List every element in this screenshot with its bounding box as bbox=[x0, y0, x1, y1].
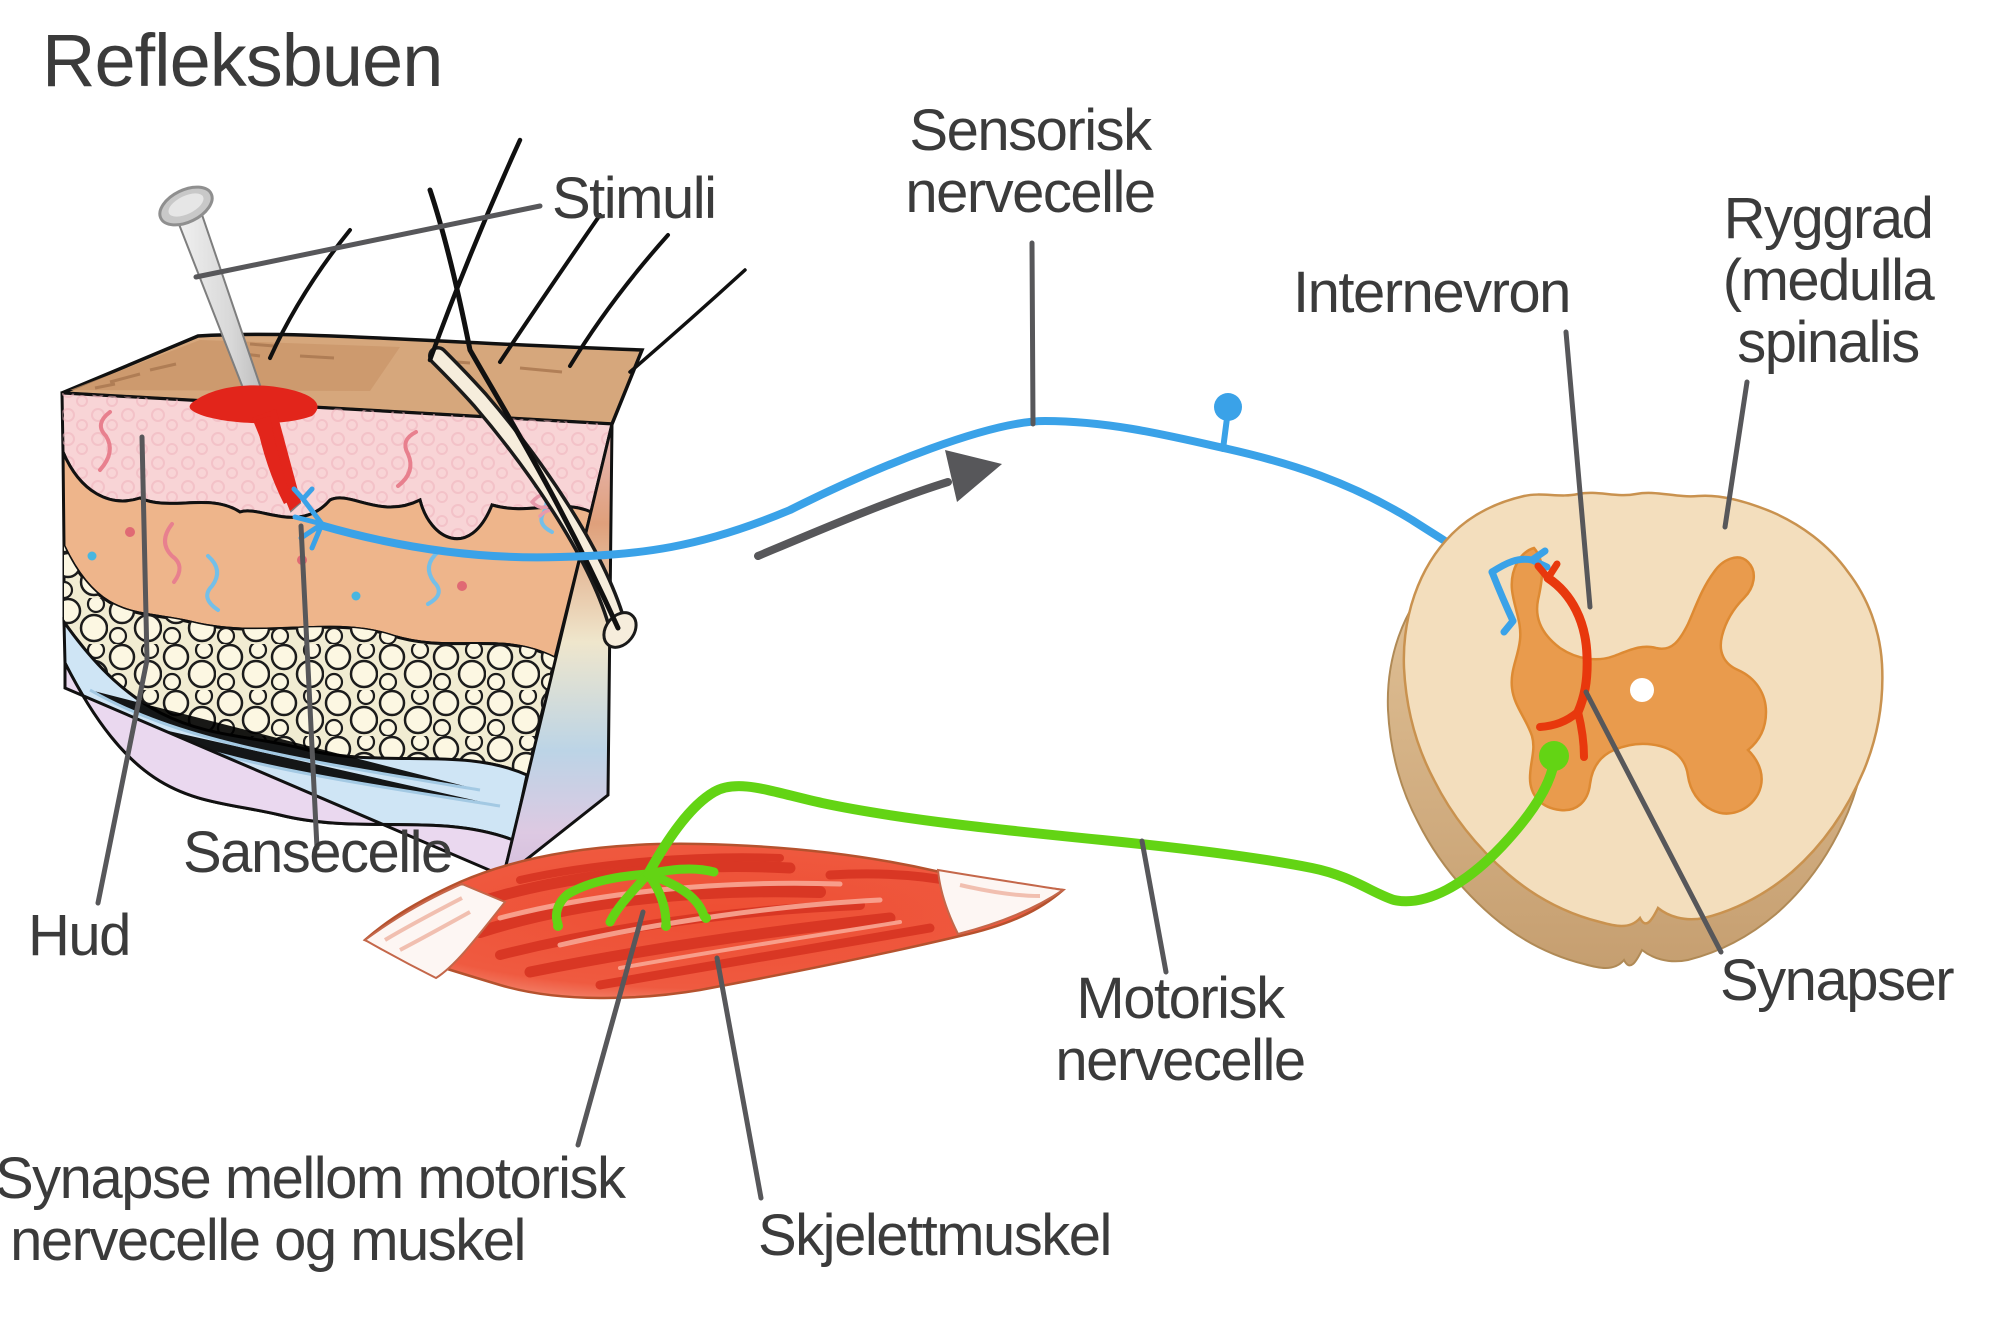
blood-stain bbox=[189, 385, 318, 511]
pointer-line-synapse-muscle bbox=[575, 909, 646, 1148]
label-spinal-cord: Ryggrad (medulla spinalis bbox=[1722, 186, 1935, 375]
label-skeletal-muscle: Skjelettmuskel bbox=[758, 1203, 1112, 1268]
skin-block-illustration bbox=[60, 332, 645, 882]
pointer-line-sansecelle bbox=[298, 523, 320, 851]
pointer-lines bbox=[95, 203, 1750, 1201]
pointer-line-skjelettmuskel bbox=[714, 955, 764, 1201]
label-interneuron: Internevron bbox=[1293, 260, 1571, 325]
hair-follicle bbox=[428, 346, 638, 649]
sensory-axon bbox=[316, 416, 1496, 576]
label-motor-nerve-cell: Motorisk nervecelle bbox=[1055, 966, 1306, 1093]
pointer-line-internevron bbox=[1563, 329, 1593, 610]
skeletal-muscle-illustration bbox=[362, 842, 1066, 1000]
pointer-line-sensorisk bbox=[1029, 240, 1036, 427]
pointer-line-ryggrad bbox=[1722, 379, 1750, 530]
pointer-line-stimuli bbox=[193, 203, 543, 280]
hairs bbox=[268, 137, 747, 631]
pointer-line-hud bbox=[95, 434, 150, 906]
neuromuscular-junction bbox=[551, 864, 719, 931]
skin-deep-layer bbox=[63, 662, 515, 879]
label-synapses: Synapser bbox=[1720, 948, 1955, 1013]
label-stimuli: Stimuli bbox=[552, 166, 717, 231]
label-skin: Hud bbox=[28, 903, 131, 968]
spinal-cord-cross-section bbox=[1386, 491, 1884, 969]
pointer-line-synapser bbox=[1583, 689, 1724, 955]
direction-arrow-icon bbox=[754, 450, 1002, 560]
interneuron-path bbox=[1534, 560, 1592, 761]
label-sensory-nerve-cell: Sensorisk nervecelle bbox=[905, 98, 1156, 225]
label-sensory-receptor: Sansecelle bbox=[183, 820, 453, 885]
sensory-terminal-fork bbox=[1488, 547, 1551, 636]
sensory-cell-body bbox=[1214, 393, 1242, 452]
central-canal bbox=[1630, 678, 1654, 702]
label-synapse-motor-muscle: Synapse mellom motorisk nervecelle og mu… bbox=[0, 1146, 626, 1273]
pointer-line-motorisk bbox=[1139, 838, 1169, 975]
motor-neuron-cell-body bbox=[1539, 741, 1569, 771]
page-title: Refleksbuen bbox=[42, 19, 443, 102]
motor-axon bbox=[643, 757, 1559, 907]
